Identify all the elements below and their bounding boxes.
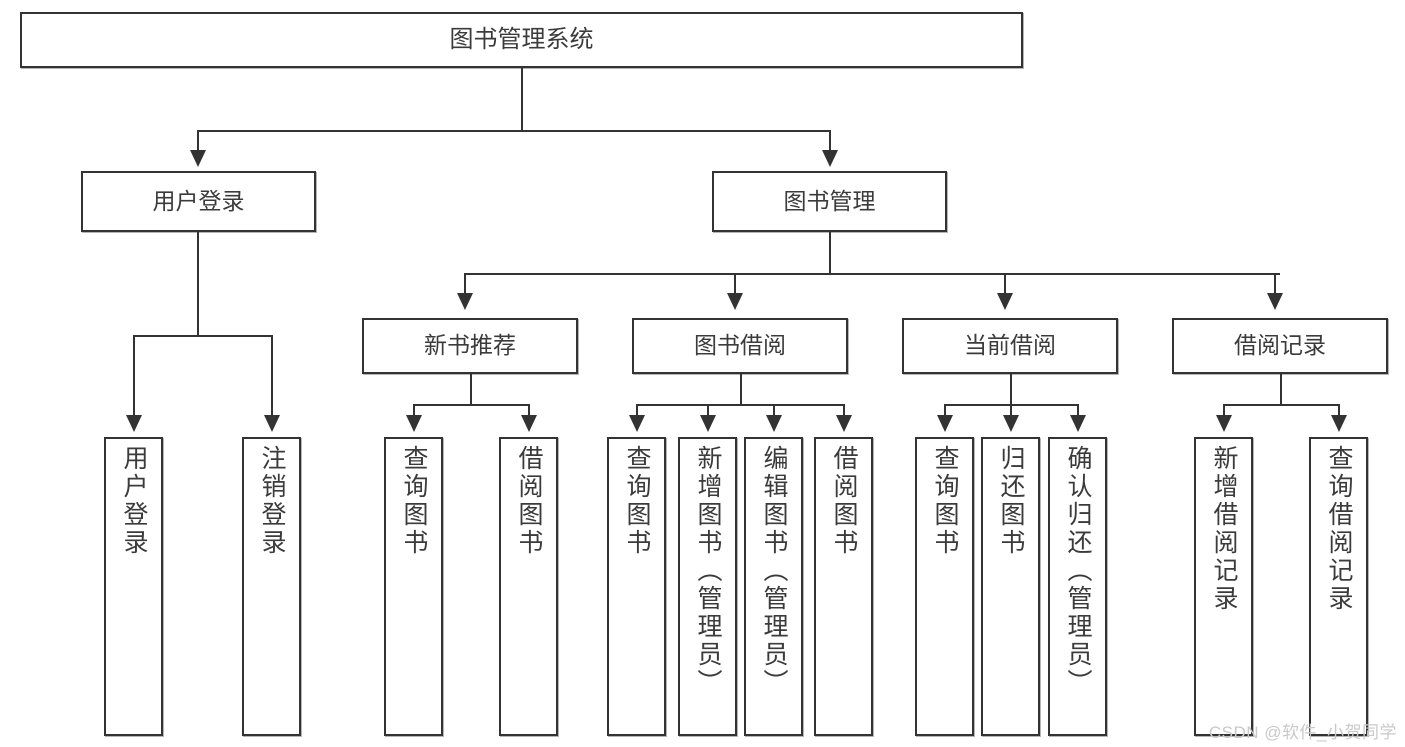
connector-borrow-record-bus — [1223, 404, 1340, 406]
leaf-new-book-query[interactable]: 查询图书 — [384, 437, 443, 736]
node-label: 新书推荐 — [424, 332, 516, 359]
node-label: 用户登录 — [120, 445, 148, 557]
connector-book-borrow-bus — [636, 404, 844, 406]
node-label: 借阅记录 — [1234, 332, 1326, 359]
leaf-borrow-edit-book[interactable]: 编辑图书（管理员） — [744, 437, 803, 736]
leaf-borrow-add-book[interactable]: 新增图书（管理员） — [678, 437, 737, 736]
arrow-book-borrow-leaf-4 — [836, 415, 852, 432]
leaf-current-query-book[interactable]: 查询图书 — [915, 437, 974, 736]
connector-current-borrow-stem — [1010, 374, 1012, 405]
arrow-book-manage-to-new-book — [457, 293, 473, 310]
leaf-new-book-borrow[interactable]: 借阅图书 — [499, 437, 558, 736]
node-label: 新增借阅记录 — [1210, 445, 1238, 613]
connector-new-book-bus — [413, 404, 530, 406]
arrow-borrow-record-leaf-1 — [1216, 415, 1232, 432]
connector-root-stem — [521, 68, 523, 130]
connector-book-manage-bus — [464, 273, 1280, 275]
leaf-borrow-borrow-book[interactable]: 借阅图书 — [814, 437, 873, 736]
node-label: 图书管理系统 — [449, 25, 594, 53]
connector-new-book-leaf-1 — [413, 404, 415, 418]
node-label: 编辑图书（管理员） — [760, 445, 788, 697]
node-label: 新增图书（管理员） — [694, 445, 722, 697]
connector-current-borrow-leaf-3 — [1077, 404, 1079, 418]
node-book-borrow[interactable]: 图书借阅 — [632, 318, 848, 374]
node-label: 借阅图书 — [830, 445, 858, 557]
arrow-current-borrow-leaf-3 — [1070, 415, 1086, 432]
arrow-borrow-record-leaf-2 — [1331, 415, 1347, 432]
arrow-book-borrow-leaf-2 — [700, 415, 716, 432]
node-root-system[interactable]: 图书管理系统 — [20, 12, 1023, 68]
connector-book-borrow-leaf-4 — [843, 404, 845, 418]
connector-book-borrow-stem — [740, 374, 742, 405]
arrow-root-to-user-login — [190, 150, 206, 167]
arrow-new-book-leaf-2 — [521, 415, 537, 432]
connector-user-login-bus — [133, 335, 273, 337]
arrow-user-login-leaf-2 — [264, 415, 280, 432]
arrow-book-borrow-leaf-3 — [766, 415, 782, 432]
node-label: 图书管理 — [783, 187, 876, 214]
csdn-watermark: CSDN @软件_小贺同学 — [1208, 723, 1397, 742]
node-label: 当前借阅 — [964, 332, 1056, 359]
connector-book-manage-to-borrow — [734, 273, 736, 295]
arrow-new-book-leaf-1 — [406, 415, 422, 432]
node-label: 图书借阅 — [694, 332, 786, 359]
node-label: 查询图书 — [400, 445, 428, 557]
connector-borrow-record-leaf-2 — [1338, 404, 1340, 418]
leaf-current-confirm-return[interactable]: 确认归还（管理员） — [1048, 437, 1107, 736]
arrow-book-borrow-leaf-1 — [629, 415, 645, 432]
connector-book-manage-to-new-book — [464, 273, 466, 295]
connector-current-borrow-leaf-2 — [1010, 404, 1012, 418]
connector-current-borrow-leaf-1 — [944, 404, 946, 418]
node-label: 注销登录 — [258, 445, 286, 557]
connector-user-login-leaf-1 — [133, 335, 135, 418]
leaf-logout-login[interactable]: 注销登录 — [242, 437, 301, 736]
connector-borrow-record-leaf-1 — [1223, 404, 1225, 418]
connector-book-manage-to-record — [1274, 273, 1276, 295]
node-new-book-recommend[interactable]: 新书推荐 — [362, 318, 578, 374]
arrow-book-manage-to-current — [997, 293, 1013, 310]
leaf-borrow-query-book[interactable]: 查询图书 — [607, 437, 666, 736]
connector-book-manage-to-current — [1004, 273, 1006, 295]
arrow-current-borrow-leaf-2 — [1003, 415, 1019, 432]
node-user-login[interactable]: 用户登录 — [81, 171, 316, 232]
connector-book-borrow-leaf-2 — [707, 404, 709, 418]
arrow-book-manage-to-record — [1267, 293, 1283, 310]
arrow-root-to-book-manage — [822, 150, 838, 167]
node-label: 借阅图书 — [515, 445, 543, 557]
node-label: 查询图书 — [623, 445, 651, 557]
connector-new-book-stem — [470, 374, 472, 405]
node-label: 查询借阅记录 — [1325, 445, 1353, 613]
arrow-current-borrow-leaf-1 — [937, 415, 953, 432]
node-label: 确认归还（管理员） — [1064, 445, 1092, 697]
connector-new-book-leaf-2 — [528, 404, 530, 418]
leaf-user-login[interactable]: 用户登录 — [104, 437, 163, 736]
leaf-current-return-book[interactable]: 归还图书 — [981, 437, 1040, 736]
connector-root-to-book-manage — [829, 130, 831, 152]
connector-root-to-user-login — [197, 130, 199, 152]
leaf-record-add[interactable]: 新增借阅记录 — [1194, 437, 1253, 736]
arrow-book-manage-to-borrow — [727, 293, 743, 310]
node-label: 用户登录 — [152, 187, 245, 214]
node-book-management[interactable]: 图书管理 — [712, 171, 947, 232]
leaf-record-query[interactable]: 查询借阅记录 — [1309, 437, 1368, 736]
node-current-borrow[interactable]: 当前借阅 — [902, 318, 1118, 374]
connector-user-login-leaf-2 — [271, 335, 273, 418]
connector-root-bus — [197, 130, 831, 132]
connector-borrow-record-stem — [1280, 374, 1282, 405]
connector-book-manage-stem — [829, 232, 831, 274]
node-label: 归还图书 — [997, 445, 1025, 557]
connector-book-borrow-leaf-1 — [636, 404, 638, 418]
connector-user-login-stem — [197, 232, 199, 336]
arrow-user-login-leaf-1 — [126, 415, 142, 432]
node-label: 查询图书 — [931, 445, 959, 557]
node-borrow-record[interactable]: 借阅记录 — [1172, 318, 1388, 374]
connector-book-borrow-leaf-3 — [773, 404, 775, 418]
